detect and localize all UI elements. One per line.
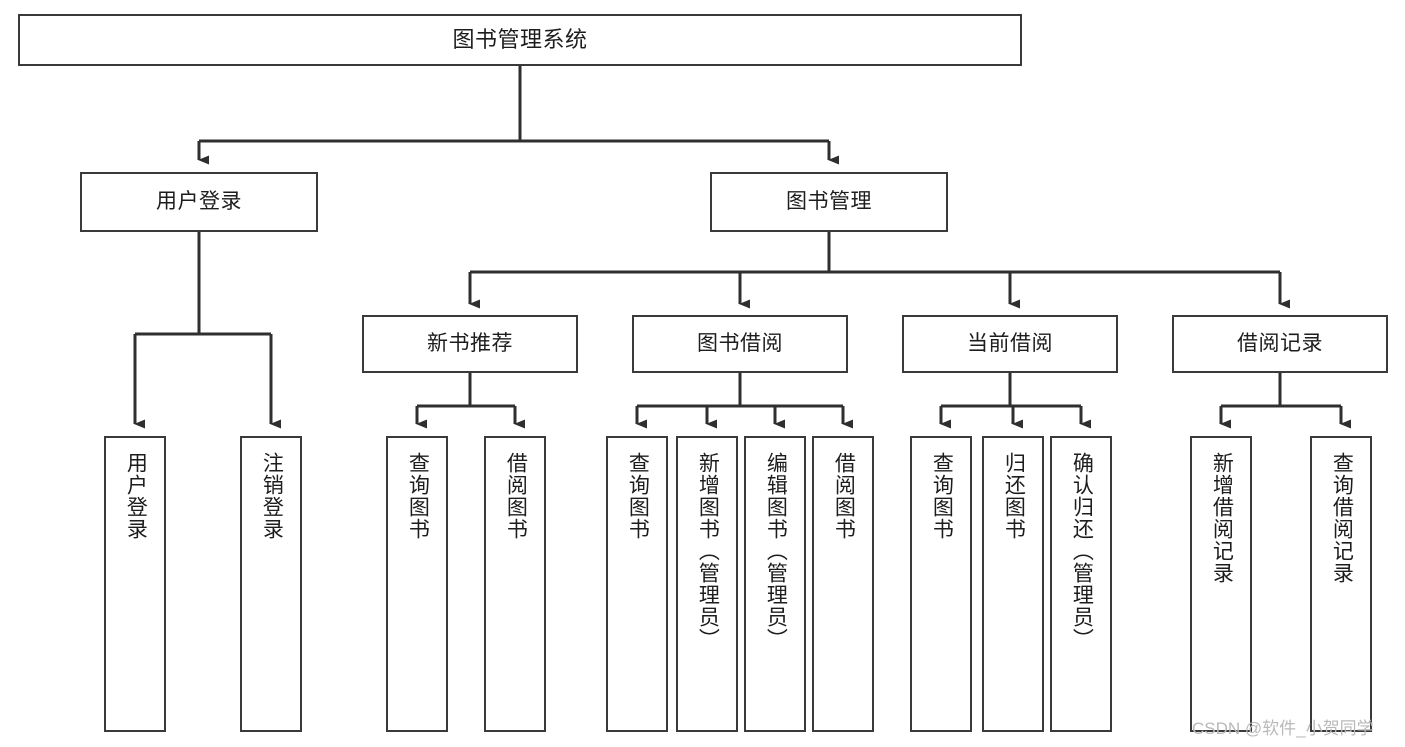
leaf-user-login[interactable]: 用户登录 (104, 436, 166, 732)
node-current-borrow-label: 当前借阅 (967, 332, 1053, 356)
leaf-query-borrow-record-label: 查询借阅记录 (1330, 452, 1354, 584)
node-book-borrow-label: 图书借阅 (697, 332, 783, 356)
node-book-management[interactable]: 图书管理 (710, 172, 948, 232)
node-root-label: 图书管理系统 (452, 26, 588, 52)
leaf-confirm-return-admin-label: 确认归还（管理员） (1070, 452, 1094, 650)
leaf-borrow-book-label: 借阅图书 (832, 452, 856, 540)
leaf-return-book-label: 归还图书 (1002, 452, 1026, 540)
leaf-query-book-current-label: 查询图书 (930, 452, 954, 540)
node-current-borrow[interactable]: 当前借阅 (902, 315, 1118, 373)
leaf-add-book-admin-label: 新增图书（管理员） (696, 452, 720, 650)
leaf-query-book-recommend[interactable]: 查询图书 (386, 436, 448, 732)
leaf-borrow-book-recommend-label: 借阅图书 (504, 452, 528, 540)
node-root[interactable]: 图书管理系统 (18, 14, 1022, 66)
leaf-add-book-admin[interactable]: 新增图书（管理员） (676, 436, 738, 732)
leaf-logout-login-label: 注销登录 (260, 452, 284, 540)
node-new-book-recommend[interactable]: 新书推荐 (362, 315, 578, 373)
leaf-edit-book-admin-label: 编辑图书（管理员） (764, 452, 788, 650)
leaf-logout-login[interactable]: 注销登录 (240, 436, 302, 732)
leaf-user-login-label: 用户登录 (124, 452, 148, 540)
leaf-borrow-book-recommend[interactable]: 借阅图书 (484, 436, 546, 732)
leaf-return-book[interactable]: 归还图书 (982, 436, 1044, 732)
leaf-query-book-borrow[interactable]: 查询图书 (606, 436, 668, 732)
leaf-query-book-recommend-label: 查询图书 (406, 452, 430, 540)
leaf-confirm-return-admin[interactable]: 确认归还（管理员） (1050, 436, 1112, 732)
node-user-login[interactable]: 用户登录 (80, 172, 318, 232)
leaf-add-borrow-record-label: 新增借阅记录 (1210, 452, 1234, 584)
leaf-query-borrow-record[interactable]: 查询借阅记录 (1310, 436, 1372, 732)
leaf-borrow-book[interactable]: 借阅图书 (812, 436, 874, 732)
leaf-edit-book-admin[interactable]: 编辑图书（管理员） (744, 436, 806, 732)
node-borrow-record[interactable]: 借阅记录 (1172, 315, 1388, 373)
leaf-add-borrow-record[interactable]: 新增借阅记录 (1190, 436, 1252, 732)
leaf-query-book-current[interactable]: 查询图书 (910, 436, 972, 732)
node-borrow-record-label: 借阅记录 (1237, 332, 1323, 356)
leaf-query-book-borrow-label: 查询图书 (626, 452, 650, 540)
node-user-login-label: 用户登录 (156, 190, 242, 214)
node-book-management-label: 图书管理 (786, 190, 872, 214)
csdn-watermark: CSDN @软件_小贺同学 (1192, 719, 1374, 738)
node-new-book-recommend-label: 新书推荐 (427, 332, 513, 356)
node-book-borrow[interactable]: 图书借阅 (632, 315, 848, 373)
